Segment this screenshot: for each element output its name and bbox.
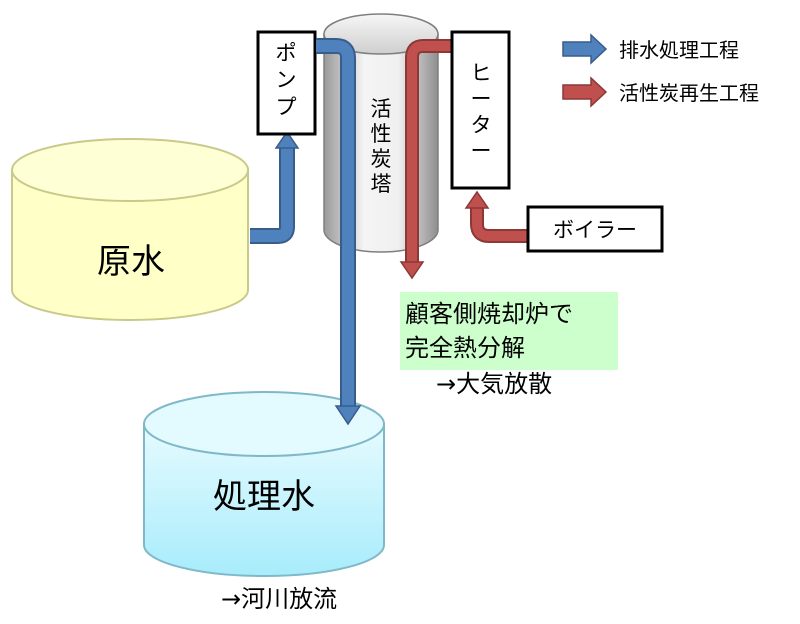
carbon-tower-label-2: 性 <box>371 122 392 146</box>
raw-water-label: 原水 <box>97 242 165 282</box>
carbon-tower-label-3: 炭 <box>371 147 392 171</box>
raw-water-tank-body <box>11 169 249 321</box>
legend-label-drain: 排水処理工程 <box>619 38 739 62</box>
pump-label-3: プ <box>276 95 297 119</box>
legend-item-regen: 活性炭再生工程 <box>562 76 759 108</box>
incineration-note-bg <box>400 292 618 370</box>
treated-water-tank-top <box>143 391 385 457</box>
legend: 排水処理工程 活性炭再生工程 <box>562 33 759 108</box>
heater-label-2: ー <box>471 87 492 111</box>
atmosphere-release-note: →大気放散 <box>436 370 552 398</box>
carbon-tower-label-4: 塔 <box>371 172 392 196</box>
pump-label-2: ン <box>276 68 297 92</box>
incineration-note: 顧客側焼却炉で 完全熱分解 <box>400 292 618 370</box>
boiler-box: ボイラー <box>526 205 664 253</box>
drain-flow-pump-to-treated <box>316 38 362 426</box>
heater-label-3: タ <box>471 113 492 137</box>
raw-water-tank-top <box>11 138 249 202</box>
legend-arrow-drain <box>562 33 608 65</box>
incineration-note-line2: 完全熱分解 <box>405 334 525 362</box>
drain-arrowhead-up <box>274 130 300 149</box>
legend-arrow-regen <box>562 76 608 108</box>
drain-arrowhead-down <box>334 405 362 426</box>
regen-flow-boiler-to-heater <box>464 190 527 243</box>
pump-box: ポ ン プ <box>256 30 317 136</box>
heater-label-1: ヒ <box>471 61 492 85</box>
regen-arrowhead-up <box>464 190 490 209</box>
pump-label-1: ポ <box>276 41 297 65</box>
treated-water-label: 処理水 <box>213 477 315 517</box>
incineration-note-line1: 顧客側焼却炉で <box>405 300 573 328</box>
raw-water-tank: 原水 <box>11 138 249 321</box>
treated-water-tank: 処理水 <box>143 391 385 577</box>
regen-flow-heater-to-incinerator <box>399 39 451 280</box>
treated-water-tank-body <box>143 423 385 577</box>
regen-arrowhead-down <box>399 261 425 280</box>
legend-label-regen: 活性炭再生工程 <box>619 81 759 105</box>
carbon-tower-label-1: 活 <box>371 97 392 121</box>
carbon-tower-top <box>323 13 439 55</box>
heater-box: ヒ ー タ ー <box>450 30 511 190</box>
drain-flow-raw-to-pump <box>250 130 300 244</box>
heater-label-4: ー <box>471 139 492 163</box>
legend-item-drain: 排水処理工程 <box>562 33 739 65</box>
river-discharge-note: →河川放流 <box>221 585 337 613</box>
boiler-label: ボイラー <box>553 218 637 242</box>
